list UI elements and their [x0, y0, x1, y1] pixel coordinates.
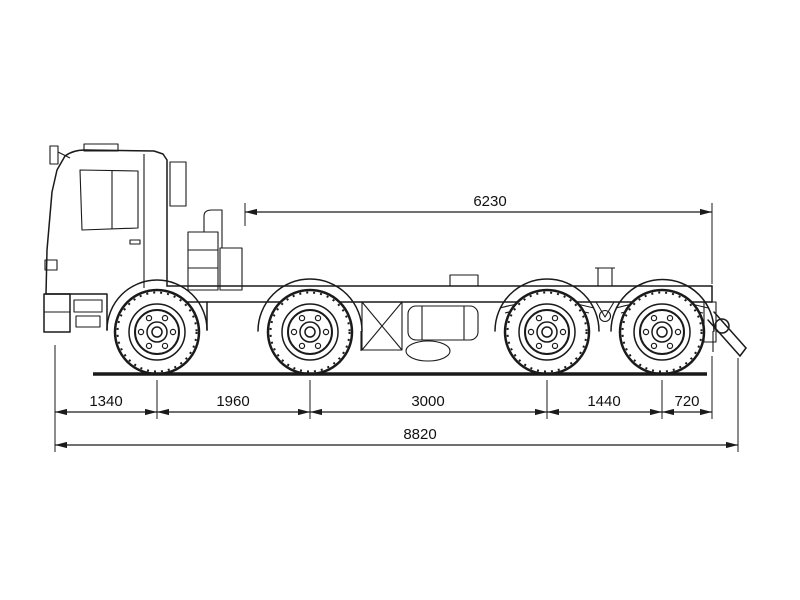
dimension-overall: 8820: [55, 426, 738, 449]
air-tank: [405, 340, 451, 362]
air-intake-stack: [169, 161, 187, 207]
balance-pivot: [598, 309, 612, 323]
dim-segment-3-label: 3000: [411, 393, 444, 410]
cab-step-upper: [73, 299, 103, 313]
dim-segment-5-label: 720: [674, 393, 699, 410]
dim-segment-4-label: 1440: [587, 393, 620, 410]
roof-marker: [83, 143, 119, 152]
balance-bracket: [595, 301, 615, 318]
dim-overall-label: 8820: [403, 426, 436, 443]
cab: [43, 143, 208, 333]
wheel-3: [503, 288, 591, 376]
air-filter-box: [187, 231, 219, 291]
dim-segment-1-label: 1340: [89, 393, 122, 410]
dim-segment-2-label: 1960: [216, 393, 249, 410]
headlight: [44, 259, 58, 271]
bumper: [43, 293, 71, 333]
exhaust-box: [219, 247, 243, 291]
fender-axle4: [610, 278, 715, 332]
front-fender-arch: [106, 279, 208, 331]
battery-box: [449, 274, 479, 287]
mid-frame-equipment: [361, 274, 479, 362]
mirror: [49, 145, 59, 165]
wheel-2: [266, 288, 354, 376]
dimension-top: 6230: [245, 193, 712, 216]
wheel-1: [113, 288, 201, 376]
fender-axle2: [257, 278, 363, 332]
cab-window: [79, 169, 139, 231]
dimension-segments: 1340 1960 3000 1440 720: [55, 393, 712, 416]
fuel-tank: [407, 305, 479, 341]
tow-hitch: [707, 311, 747, 357]
door-handle: [129, 239, 141, 245]
exhaust-pipe: [203, 209, 223, 248]
fenders: [257, 278, 715, 352]
fender-axle3: [494, 278, 600, 332]
cab-step-lower: [75, 315, 101, 328]
dim-top-label: 6230: [473, 193, 506, 210]
wheel-4: [618, 288, 706, 376]
behind-cab-equipment: [169, 161, 243, 291]
